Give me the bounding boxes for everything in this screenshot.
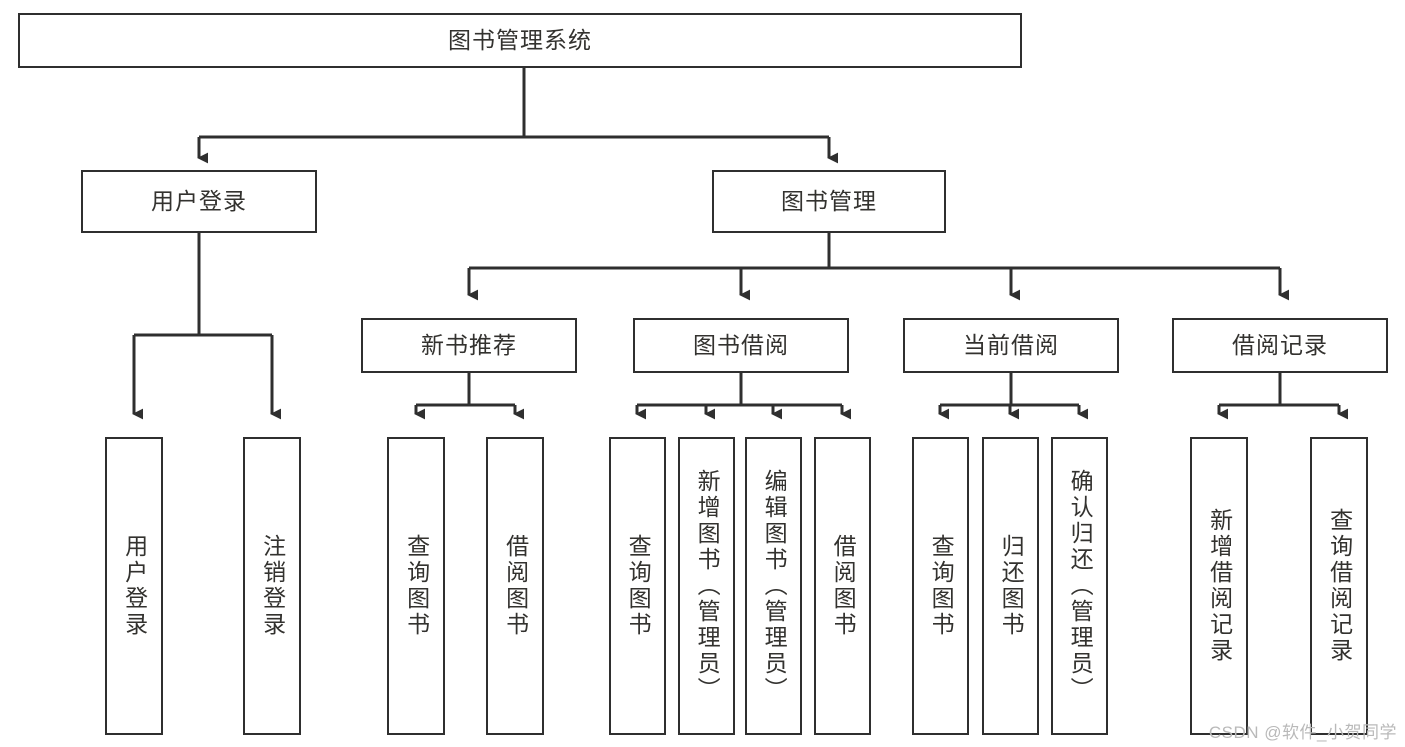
node-user-login-label: 用户登录: [151, 187, 247, 214]
node-leaf-user-login[interactable]: 用户登录: [105, 437, 163, 735]
node-new-book-recommend-label: 新书推荐: [421, 331, 517, 358]
node-leaf-confirm-return-label: 确认归还（管理员）: [1067, 469, 1094, 703]
node-leaf-add-book-label: 新增图书（管理员）: [694, 469, 721, 703]
node-leaf-borrow-book-2-label: 借阅图书: [830, 534, 857, 638]
node-leaf-query-record[interactable]: 查询借阅记录: [1310, 437, 1368, 735]
node-leaf-borrow-book-1-label: 借阅图书: [502, 534, 529, 638]
node-leaf-query-book-1-label: 查询图书: [403, 534, 430, 638]
node-leaf-user-logout[interactable]: 注销登录: [243, 437, 301, 735]
node-borrow-record-label: 借阅记录: [1232, 331, 1328, 358]
node-book-borrow-label: 图书借阅: [693, 331, 789, 358]
node-book-borrow[interactable]: 图书借阅: [633, 318, 849, 373]
node-user-login[interactable]: 用户登录: [81, 170, 317, 233]
node-leaf-query-book-2[interactable]: 查询图书: [609, 437, 666, 735]
node-leaf-user-login-label: 用户登录: [121, 534, 148, 638]
node-leaf-return-book[interactable]: 归还图书: [982, 437, 1039, 735]
node-book-manage[interactable]: 图书管理: [712, 170, 946, 233]
node-leaf-confirm-return[interactable]: 确认归还（管理员）: [1051, 437, 1108, 735]
node-leaf-edit-book[interactable]: 编辑图书（管理员）: [745, 437, 802, 735]
node-leaf-borrow-book-1[interactable]: 借阅图书: [486, 437, 544, 735]
node-book-manage-label: 图书管理: [781, 187, 877, 214]
node-leaf-edit-book-label: 编辑图书（管理员）: [761, 469, 788, 703]
node-leaf-query-record-label: 查询借阅记录: [1326, 508, 1353, 664]
node-leaf-user-logout-label: 注销登录: [259, 534, 286, 638]
node-leaf-borrow-book-2[interactable]: 借阅图书: [814, 437, 871, 735]
node-current-borrow-label: 当前借阅: [963, 331, 1059, 358]
node-leaf-return-book-label: 归还图书: [998, 534, 1025, 638]
node-leaf-add-record[interactable]: 新增借阅记录: [1190, 437, 1248, 735]
node-leaf-query-book-2-label: 查询图书: [625, 534, 652, 638]
node-leaf-query-book-1[interactable]: 查询图书: [387, 437, 445, 735]
node-root-label: 图书管理系统: [448, 26, 592, 53]
node-leaf-query-book-3-label: 查询图书: [928, 534, 955, 638]
node-borrow-record[interactable]: 借阅记录: [1172, 318, 1388, 373]
node-new-book-recommend[interactable]: 新书推荐: [361, 318, 577, 373]
node-leaf-add-book[interactable]: 新增图书（管理员）: [678, 437, 735, 735]
node-root[interactable]: 图书管理系统: [18, 13, 1022, 68]
node-leaf-query-book-3[interactable]: 查询图书: [912, 437, 969, 735]
node-leaf-add-record-label: 新增借阅记录: [1206, 508, 1233, 664]
node-current-borrow[interactable]: 当前借阅: [903, 318, 1119, 373]
